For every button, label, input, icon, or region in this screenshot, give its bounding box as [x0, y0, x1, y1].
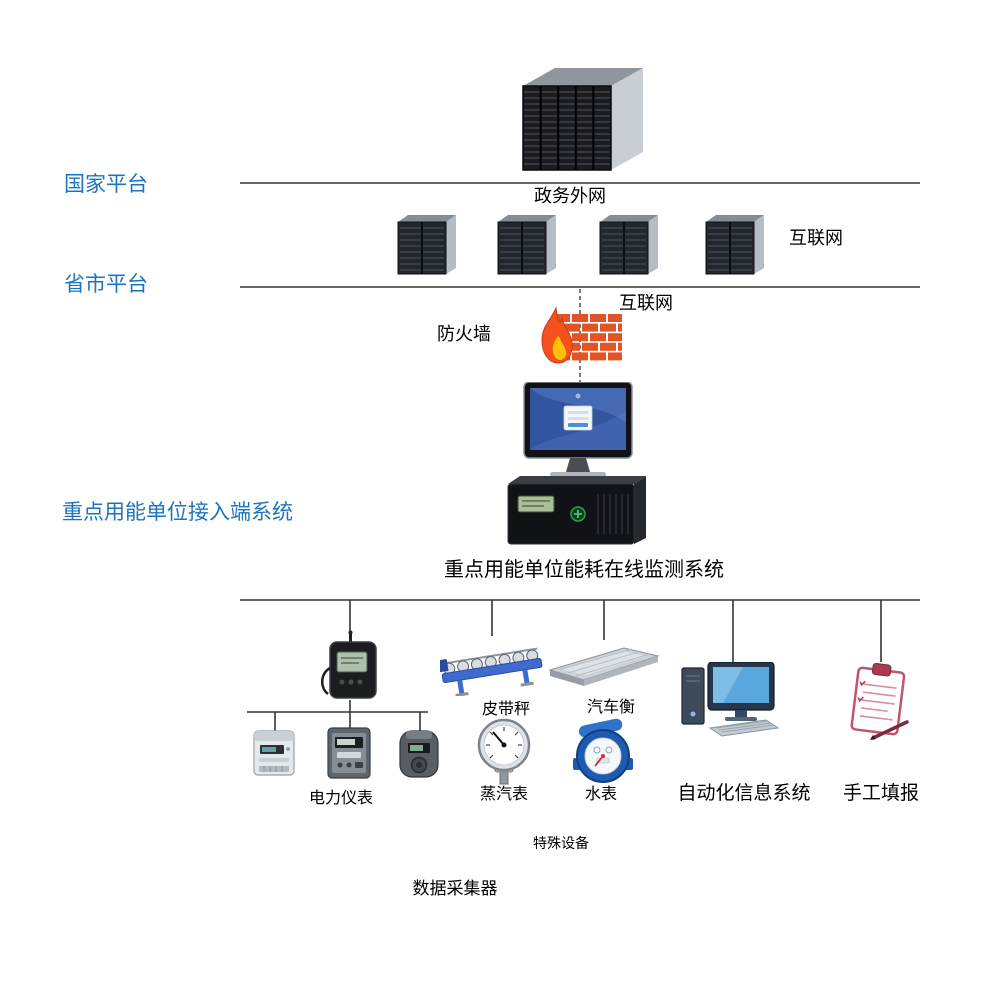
pen-icon: [871, 720, 909, 740]
label-data-collector: 数据采集器: [412, 879, 498, 899]
steam-gauge-icon: [477, 718, 531, 785]
label-national-platform: 国家平台: [64, 172, 148, 196]
label-monitoring-system: 重点用能单位能耗在线监测系统: [444, 557, 724, 581]
power-meter-icon-3: [399, 730, 439, 778]
label-internet-lower: 互联网: [619, 293, 673, 314]
label-truck-scale: 汽车衡: [586, 697, 636, 716]
server-lcd: [517, 495, 555, 513]
label-steam-meter: 蒸汽表: [479, 784, 529, 803]
power-meter-icon-1: [253, 730, 295, 776]
server-rack-cluster-icon: [522, 68, 643, 171]
firewall-icon: [541, 306, 622, 364]
label-belt-scale: 皮带秤: [481, 699, 531, 718]
automation-computer-icon: [681, 662, 780, 737]
label-power-meter: 电力仪表: [308, 788, 374, 807]
power-meter-icon-2: [327, 727, 371, 779]
water-meter-icon: [573, 718, 633, 783]
label-internet-upper: 互联网: [789, 228, 843, 249]
label-firewall: 防火墙: [437, 324, 491, 345]
label-provincial-platform: 省市平台: [64, 272, 148, 296]
truck-scale-icon: [548, 647, 660, 686]
manual-report-clipboard-icon: [850, 663, 909, 740]
monitor-and-server-icon: [507, 382, 646, 545]
label-enterprise-access-system: 重点用能单位接入端系统: [62, 500, 293, 524]
label-automation-system: 自动化信息系统: [677, 782, 811, 804]
label-gov-external-network: 政务外网: [534, 186, 606, 207]
label-special-equipment: 特殊设备: [533, 836, 589, 852]
belt-scale-icon: [440, 647, 543, 696]
label-water-meter: 水表: [584, 784, 618, 803]
label-manual-report: 手工填报: [842, 782, 920, 804]
server-tower-row-icon: [397, 214, 765, 275]
data-collector-device-icon: [321, 630, 377, 699]
